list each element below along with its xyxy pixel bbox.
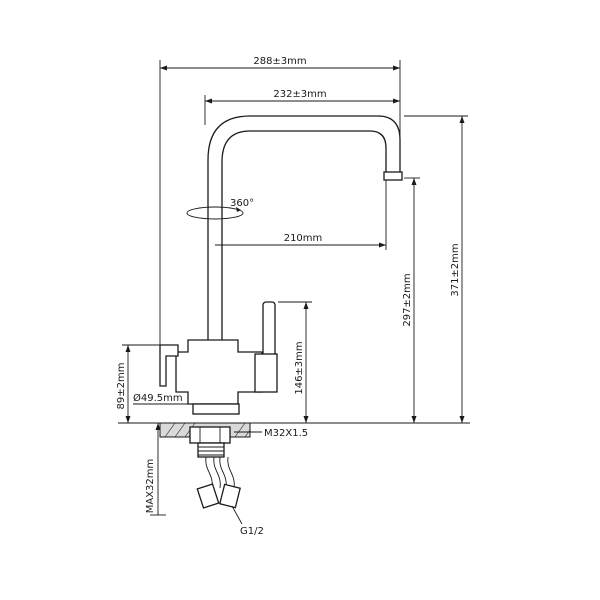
hose-thread-label: G1/2: [240, 526, 264, 537]
handle-offset-label: 210mm: [284, 233, 323, 244]
right-handle-body: [254, 353, 278, 393]
left-handle: [159, 344, 179, 387]
base-diameter-label: Ø49.5mm: [133, 392, 183, 404]
faucet-outline: 360°: [159, 115, 403, 415]
right-lever-handle: [262, 301, 276, 357]
base-collar: [192, 403, 240, 415]
hose-nut-right: [219, 483, 241, 509]
aerator: [383, 171, 403, 181]
outlet-height-dimension: 297±2mm: [402, 177, 420, 423]
body-height-label: 146±3mm: [294, 341, 305, 394]
max-thickness-dimension: MAX32mm: [145, 422, 166, 516]
countertop: M32X1.5: [118, 422, 470, 458]
threaded-shank: [197, 442, 225, 458]
base-diameter-dimension: Ø49.5mm: [133, 392, 193, 405]
side-height-label: 89±2mm: [116, 363, 127, 410]
outlet-height-label: 297±2mm: [402, 273, 413, 326]
body-height-dimension: 146±3mm: [278, 301, 312, 423]
overall-height-label: 371±2mm: [450, 243, 461, 296]
rotation-label: 360°: [230, 198, 254, 209]
handle-offset-dimension: 210mm: [215, 184, 387, 250]
overall-width-label: 288±3mm: [253, 56, 306, 67]
hose-nut-left: [196, 483, 220, 509]
spout-reach-label: 232±3mm: [273, 89, 326, 100]
supply-hoses: G1/2: [196, 456, 264, 537]
overall-height-dimension: 371±2mm: [404, 115, 468, 423]
mount-thread-label: M32X1.5: [264, 428, 308, 439]
max-thickness-label: MAX32mm: [145, 459, 156, 514]
side-height-dimension: 89±2mm: [116, 344, 160, 423]
mounting-nut: [189, 426, 231, 444]
spout-reach-dimension: 232±3mm: [204, 89, 400, 125]
swivel-ring: [186, 206, 244, 220]
